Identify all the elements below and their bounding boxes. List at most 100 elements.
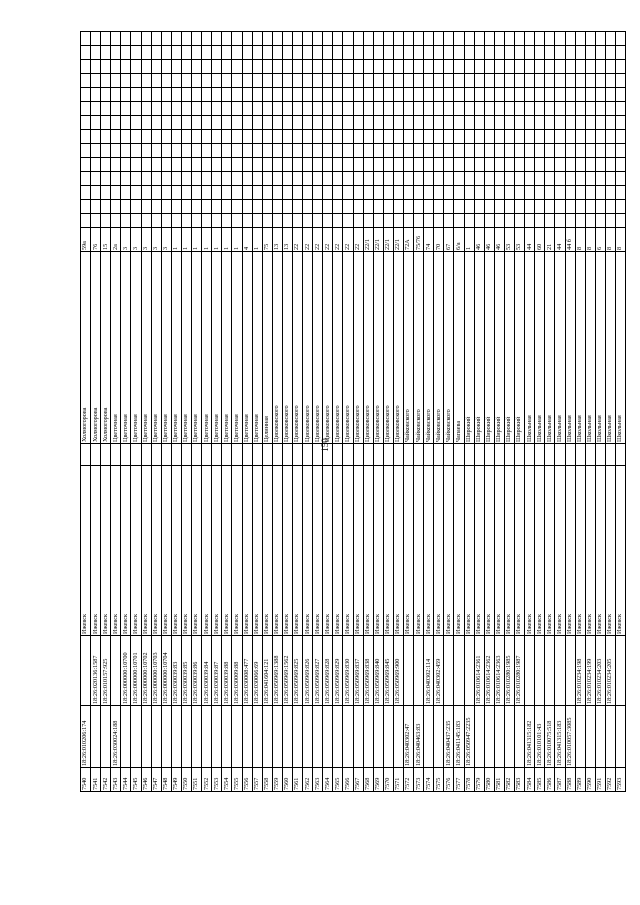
empty-cell [211, 87, 222, 102]
empty-cell [443, 185, 454, 200]
city-cell: Ижевск [363, 465, 374, 636]
empty-cell [433, 171, 444, 186]
empty-cell [80, 199, 91, 214]
street-cell: Цветочная [211, 251, 222, 444]
empty-cell [433, 73, 444, 88]
empty-cell [191, 129, 202, 144]
empty-cell [242, 129, 253, 144]
empty-cell [514, 101, 525, 116]
row-number-cell: 7552 [201, 767, 212, 792]
empty-cell [484, 129, 495, 144]
empty-cell [504, 199, 515, 214]
district-cell [373, 443, 384, 466]
city-cell: Ижевск [423, 465, 434, 636]
cadastral-building-cell: 18:26:030039:88 [221, 635, 232, 706]
empty-cell [181, 59, 192, 74]
empty-cell [90, 31, 101, 46]
empty-cell [201, 115, 212, 130]
empty-cell [575, 199, 586, 214]
city-cell: Ижевск [393, 465, 404, 636]
empty-cell [130, 101, 142, 116]
empty-cell [494, 73, 505, 88]
empty-cell [110, 213, 121, 228]
empty-cell [322, 73, 333, 88]
cadastral-building-cell: 18:26:030066:69 [252, 635, 263, 706]
empty-cell [120, 185, 131, 200]
city-cell: Ижевск [211, 465, 222, 636]
empty-cell [443, 87, 454, 102]
empty-cell [211, 143, 222, 158]
empty-cell [524, 129, 535, 144]
city-cell: Ижевск [443, 465, 454, 636]
empty-cell [171, 129, 182, 144]
empty-cell [342, 31, 354, 46]
empty-cell [605, 73, 616, 88]
city-cell: Ижевск [120, 465, 131, 636]
empty-cell [393, 45, 404, 60]
cadastral-land-cell: 18:26:030024:188 [110, 705, 121, 768]
empty-cell [585, 73, 596, 88]
district-cell [534, 443, 545, 466]
cadastral-land-cell [90, 705, 101, 768]
empty-cell [151, 31, 162, 46]
empty-cell [514, 59, 525, 74]
empty-cell [544, 45, 555, 60]
row-number-cell: 7584 [524, 767, 535, 792]
empty-cell [433, 129, 444, 144]
empty-cell [353, 185, 364, 200]
empty-cell [565, 185, 576, 200]
empty-cell [413, 45, 424, 60]
empty-cell [433, 59, 444, 74]
house-cell: 46 [484, 227, 495, 252]
empty-cell [595, 101, 606, 116]
empty-cell [565, 213, 576, 228]
empty-cell [120, 129, 131, 144]
empty-cell [141, 87, 152, 102]
empty-cell [605, 45, 616, 60]
empty-cell [110, 101, 121, 116]
empty-cell [484, 185, 495, 200]
cadastral-land-cell [363, 705, 374, 768]
empty-cell [413, 87, 424, 102]
street-cell: Цветочная [181, 251, 192, 444]
district-cell [322, 443, 333, 466]
empty-cell [302, 199, 313, 214]
empty-cell [443, 213, 454, 228]
empty-cell [120, 73, 131, 88]
empty-cell [130, 185, 142, 200]
cadastral-building-cell [524, 635, 535, 706]
empty-cell [211, 185, 222, 200]
empty-cell [605, 199, 616, 214]
street-cell: Циолковского [322, 251, 333, 444]
empty-cell [383, 73, 394, 88]
empty-cell [534, 157, 545, 172]
empty-cell [221, 213, 232, 228]
empty-cell [342, 59, 354, 74]
empty-cell [100, 101, 111, 116]
empty-cell [393, 73, 404, 88]
empty-cell [565, 157, 576, 172]
empty-cell [231, 59, 242, 74]
empty-cell [453, 143, 465, 158]
empty-cell [181, 31, 192, 46]
empty-cell [433, 157, 444, 172]
row-number-cell: 7576 [443, 767, 454, 792]
empty-cell [252, 213, 263, 228]
empty-cell [252, 101, 263, 116]
empty-cell [282, 45, 293, 60]
empty-cell [565, 199, 576, 214]
empty-cell [262, 199, 273, 214]
street-cell: Чапаева [453, 251, 465, 444]
empty-cell [534, 59, 545, 74]
house-cell: 1 [201, 227, 212, 252]
empty-cell [282, 129, 293, 144]
empty-cell [231, 185, 242, 200]
empty-cell [605, 171, 616, 186]
empty-cell [292, 129, 303, 144]
empty-cell [130, 115, 142, 130]
empty-cell [80, 143, 91, 158]
